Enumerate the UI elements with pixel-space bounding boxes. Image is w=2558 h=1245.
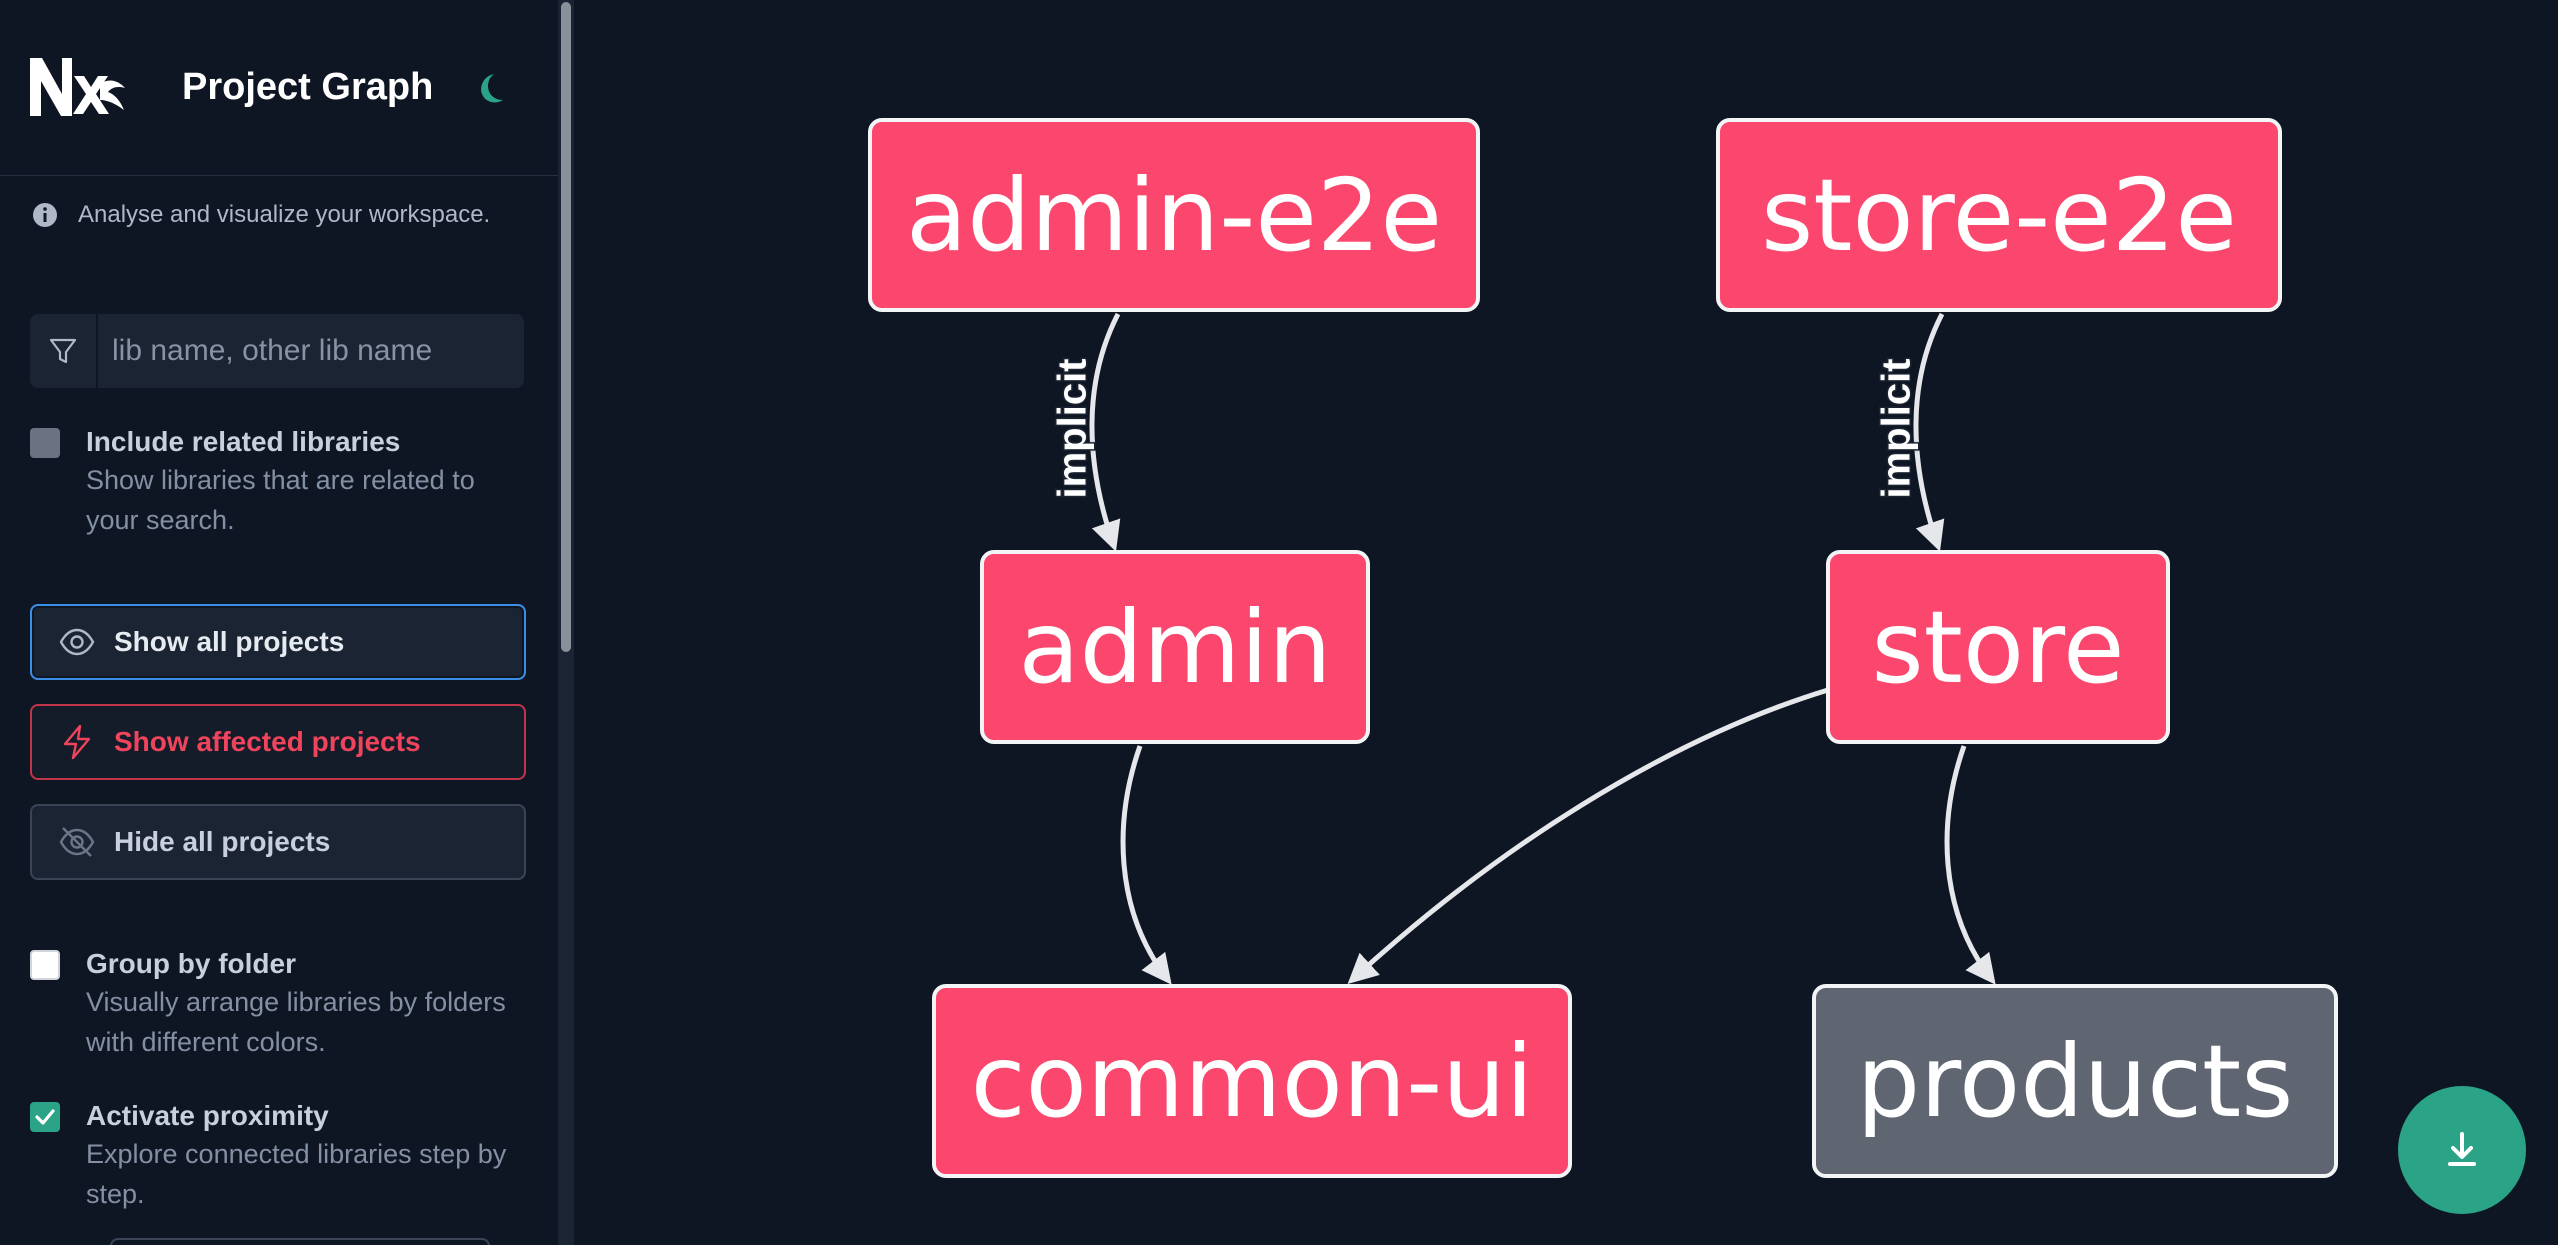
edge-store-e2e-store — [1913, 312, 1945, 552]
show-affected-projects-button[interactable]: Show affected projects — [30, 704, 526, 780]
node-admin[interactable]: admin — [980, 550, 1370, 744]
sidebar-header: Project Graph — [0, 0, 558, 176]
group-by-folder-checkbox[interactable] — [30, 950, 60, 980]
hide-all-projects-button[interactable]: Hide all projects — [30, 804, 526, 880]
edge-store-products — [1944, 745, 1996, 985]
filter-icon-wrap — [30, 314, 98, 388]
graph-edges — [1089, 312, 1996, 985]
include-related-desc: Show libraries that are related to your … — [86, 465, 475, 535]
include-related-text: Include related libraries Show libraries… — [86, 424, 526, 540]
group-by-folder-option: Group by folder Visually arrange librari… — [30, 946, 516, 1062]
moon-icon[interactable] — [470, 68, 510, 108]
group-by-folder-title: Group by folder — [86, 948, 296, 979]
activate-proximity-option: Activate proximity Explore connected lib… — [30, 1098, 526, 1214]
nx-logo-icon — [30, 58, 125, 116]
node-store[interactable]: store — [1826, 550, 2170, 744]
node-products[interactable]: products — [1812, 984, 2338, 1178]
search-input[interactable] — [98, 314, 524, 388]
app-title: Project Graph — [182, 66, 434, 108]
node-admin-e2e[interactable]: admin-e2e — [868, 118, 1480, 312]
project-graph-canvas[interactable]: implicit implicit admin-e2e store-e2e ad… — [574, 0, 2558, 1245]
edge-label-implicit: implicit — [1873, 357, 1920, 500]
include-related-title: Include related libraries — [86, 426, 401, 457]
eye-icon — [59, 628, 95, 656]
download-icon — [2448, 1132, 2476, 1166]
eye-off-icon — [59, 827, 95, 857]
show-affected-projects-label: Show affected projects — [114, 726, 421, 757]
edge-store-common-ui — [1347, 687, 1829, 985]
info-text: Analyse and visualize your workspace. — [78, 201, 491, 228]
proximity-stepper[interactable] — [110, 1238, 490, 1245]
lightning-icon — [63, 724, 91, 760]
sidebar: Project Graph Analyse and visualize your… — [0, 0, 558, 1245]
show-all-projects-label: Show all projects — [114, 626, 345, 657]
node-store-e2e[interactable]: store-e2e — [1716, 118, 2282, 312]
filter-icon — [49, 338, 77, 364]
activate-proximity-checkbox[interactable] — [30, 1102, 60, 1132]
info-row: Analyse and visualize your workspace. — [30, 200, 490, 230]
show-all-projects-button[interactable]: Show all projects — [30, 604, 526, 680]
activate-proximity-title: Activate proximity — [86, 1100, 329, 1131]
edge-label-implicit: implicit — [1049, 357, 1096, 500]
group-by-folder-text: Group by folder Visually arrange librari… — [86, 946, 516, 1062]
edge-admin-e2e-admin — [1089, 312, 1121, 552]
include-related-checkbox[interactable] — [30, 428, 60, 458]
activate-proximity-text: Activate proximity Explore connected lib… — [86, 1098, 526, 1214]
hide-all-projects-label: Hide all projects — [114, 826, 331, 857]
info-icon — [33, 203, 57, 227]
group-by-folder-desc: Visually arrange libraries by folders wi… — [86, 987, 506, 1057]
filter-box — [30, 314, 524, 388]
node-common-ui[interactable]: common-ui — [932, 984, 1572, 1178]
checkmark-icon — [35, 1109, 55, 1125]
download-button[interactable] — [2398, 1086, 2526, 1214]
activate-proximity-desc: Explore connected libraries step by step… — [86, 1139, 507, 1209]
edge-admin-common-ui — [1120, 745, 1172, 985]
sidebar-scrollbar-thumb[interactable] — [561, 2, 571, 652]
include-related-option: Include related libraries Show libraries… — [30, 424, 526, 540]
